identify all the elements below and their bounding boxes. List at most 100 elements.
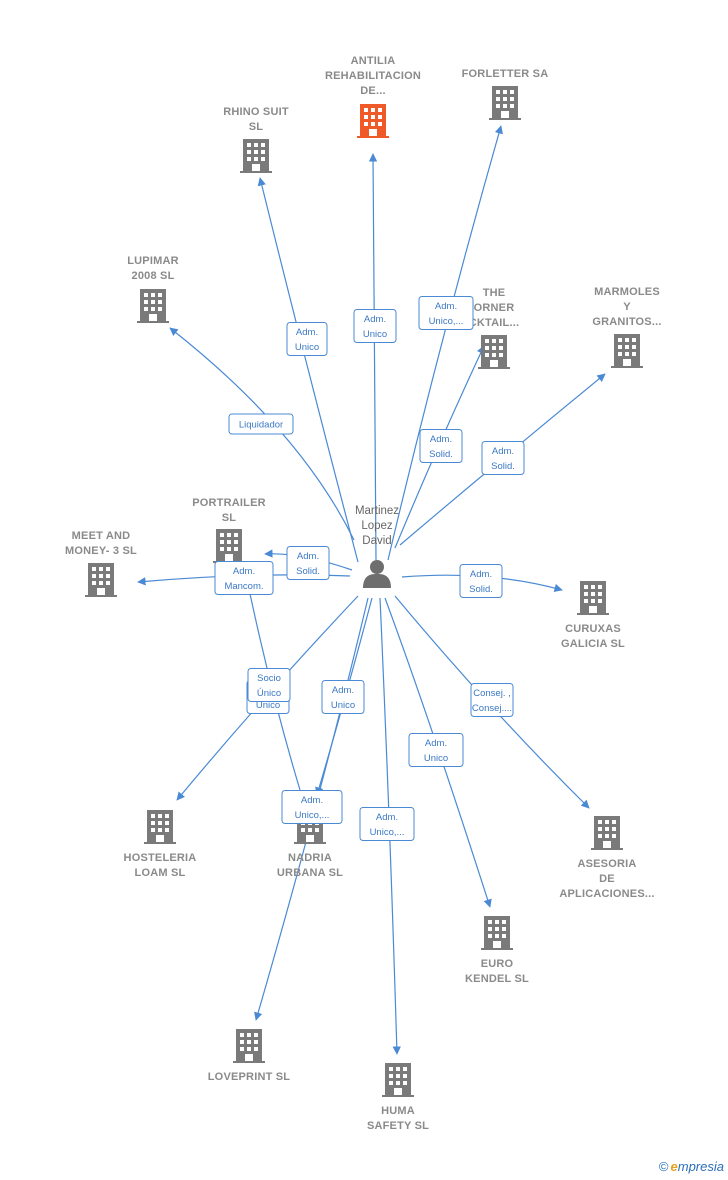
relation-label-eurokendel[interactable]: Adm. Unico,... [281,790,343,824]
company-label: THE [483,287,506,299]
company-label: MONEY- 3 SL [65,545,137,557]
relations-layer: Adm.UnicoAdm.UnicoAdm.Unico,...Liquidado… [214,296,525,841]
building-icon [240,139,272,173]
company-node-humasafety[interactable]: HUMA SAFETY SL [367,1063,429,1132]
relation-text: Adm. [296,327,318,338]
company-label: FORLETTER SA [462,68,549,80]
company-node-marmoles[interactable]: MARMOLESYGRANITOS... [592,286,661,368]
company-label: REHABILITACION [325,70,421,82]
relation-text: Adm. [364,314,386,325]
company-label: APLICACIONES... [559,888,654,900]
relation-box [286,322,328,356]
company-node-meetmoney[interactable]: MEET AND MONEY- 3 SL [65,530,137,597]
building-icon [144,810,176,844]
relation-box [419,429,463,463]
relation-label-lupimar[interactable]: Liquidador [228,413,294,435]
company-label: URBANA SL [277,867,343,879]
company-node-antilia[interactable]: ANTILIAREHABILITACIONDE... [325,55,421,138]
copyright-symbol: © [658,1159,669,1174]
relation-text: Solid. [469,584,493,595]
relation-box [214,561,274,595]
relation-label-marmoles[interactable]: Adm. Solid. [481,441,525,475]
company-node-eurokendel[interactable]: EURO KENDEL SL [465,916,529,985]
company-node-loveprint[interactable]: LOVEPRINT SL [208,1029,291,1083]
edges-layer [137,125,606,1055]
building-icon [478,335,510,369]
building-icon [357,104,389,138]
company-label: EURO [481,958,514,970]
relation-label-rhino[interactable]: Adm.Unico [286,322,328,356]
relation-label-curuxas[interactable]: Adm.Solid. [459,564,503,598]
relation-box [228,413,294,435]
company-node-asesoria[interactable]: ASESORIADEAPLICACIONES... [559,816,654,900]
building-icon [213,529,245,563]
relation-text: Unico [363,329,387,340]
building-icon [591,816,623,850]
company-label: DE... [360,85,385,97]
relation-label-antilia[interactable]: Adm. Unico [353,309,397,343]
relation-label-nadria[interactable]: Consej. ,Consej.... [470,683,514,717]
relation-text: Unico [331,700,355,711]
company-label: LOVEPRINT SL [208,1071,291,1083]
relation-text: Adm. [430,434,452,445]
relation-text: Adm. [301,795,323,806]
relation-label-nadria[interactable]: Adm. Unico [321,680,365,714]
relation-text: Consej.... [472,703,512,714]
relation-label-asesoria[interactable]: Adm.Unico [408,733,464,767]
relation-text: Solid. [491,461,515,472]
company-label: ASESORIA [577,858,636,870]
relation-box [321,680,365,714]
company-node-forletter[interactable]: FORLETTER SA [462,68,549,120]
company-label: SAFETY SL [367,1120,429,1132]
relation-text: Adm. [376,812,398,823]
relation-box [408,733,464,767]
footer-brand[interactable]: ©empresia [659,1159,724,1174]
company-label: 2008 SL [132,270,175,282]
relation-label-portrailer[interactable]: Adm.Solid. [286,546,330,580]
company-label: ORNER [474,302,515,314]
relation-text: Liquidador [239,420,283,431]
relation-box [459,564,503,598]
company-label: CURUXAS [565,623,621,635]
relation-text: Adm. [332,685,354,696]
building-icon [611,334,643,368]
relation-text: Unico,... [370,827,405,838]
person-name: Martinez [355,505,399,517]
relation-box [247,668,291,702]
relation-text: Adm. [492,446,514,457]
relation-text: Adm. [233,566,255,577]
company-label: LOAM SL [135,867,186,879]
edge-forletter [387,125,503,561]
relation-text: Adm. [425,738,447,749]
edge-antilia [368,153,378,561]
relation-text: Mancom. [224,581,263,592]
company-label: KENDEL SL [465,973,529,985]
relation-label-humasafety[interactable]: Adm. Unico,... [359,807,415,841]
company-label: SL [249,121,264,133]
relation-text: Unico,... [295,810,330,821]
company-label: MARMOLES [594,286,660,298]
relation-label-thecorner[interactable]: Adm.Solid. [419,429,463,463]
company-node-thecorner[interactable]: THEORNERCKTAIL... [469,287,519,369]
building-icon [481,916,513,950]
edge-rhino [257,177,359,563]
building-icon [233,1029,265,1063]
relation-box [481,441,525,475]
company-label: HUMA [381,1105,415,1117]
company-label: SL [222,512,237,524]
relation-text: Adm. [297,551,319,562]
relation-label-meetmoney[interactable]: Adm. Mancom. [214,561,274,595]
relation-label-forletter[interactable]: Adm.Unico,... [418,296,474,330]
company-label: MEET AND [72,530,131,542]
person-icon [363,560,391,588]
